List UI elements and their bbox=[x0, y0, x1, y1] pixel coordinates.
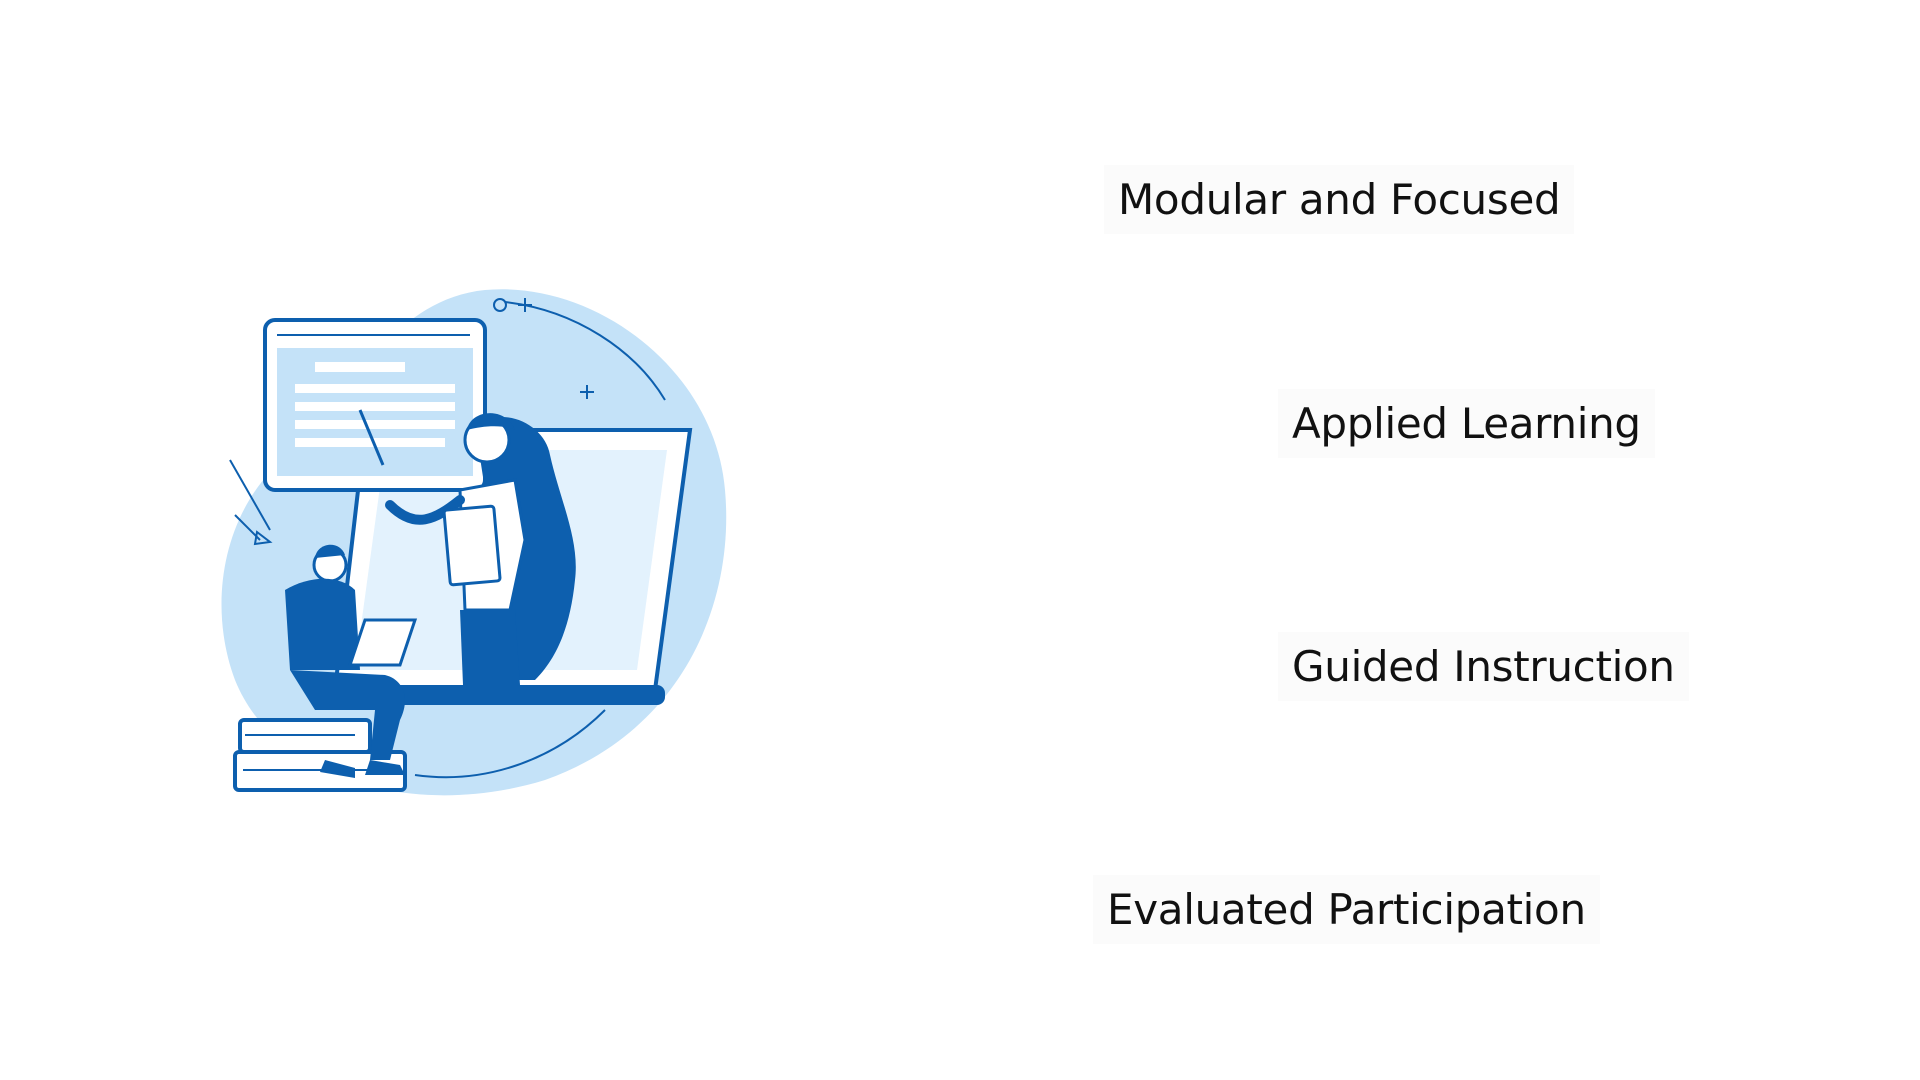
decor-arc bbox=[414, 709, 606, 779]
pointer-stick bbox=[358, 409, 385, 466]
feature-applied-learning: Applied Learning bbox=[1278, 389, 1655, 458]
online-learning-illustration bbox=[215, 280, 735, 800]
books-stack bbox=[233, 718, 407, 792]
feature-modular-and-focused: Modular and Focused bbox=[1104, 165, 1575, 234]
decor-circle bbox=[493, 298, 507, 312]
sparkle-icon bbox=[518, 298, 532, 312]
feature-evaluated-participation: Evaluated Participation bbox=[1093, 875, 1600, 944]
arrow-icon bbox=[229, 459, 271, 531]
decor-arc bbox=[504, 301, 666, 401]
teacher-figure bbox=[385, 413, 576, 685]
feature-guided-instruction: Guided Instruction bbox=[1278, 632, 1689, 701]
laptop-base bbox=[365, 685, 665, 705]
online-learning-illustration-svg bbox=[221, 289, 727, 796]
student-figure bbox=[285, 544, 418, 778]
sparkle-icon bbox=[580, 385, 594, 399]
